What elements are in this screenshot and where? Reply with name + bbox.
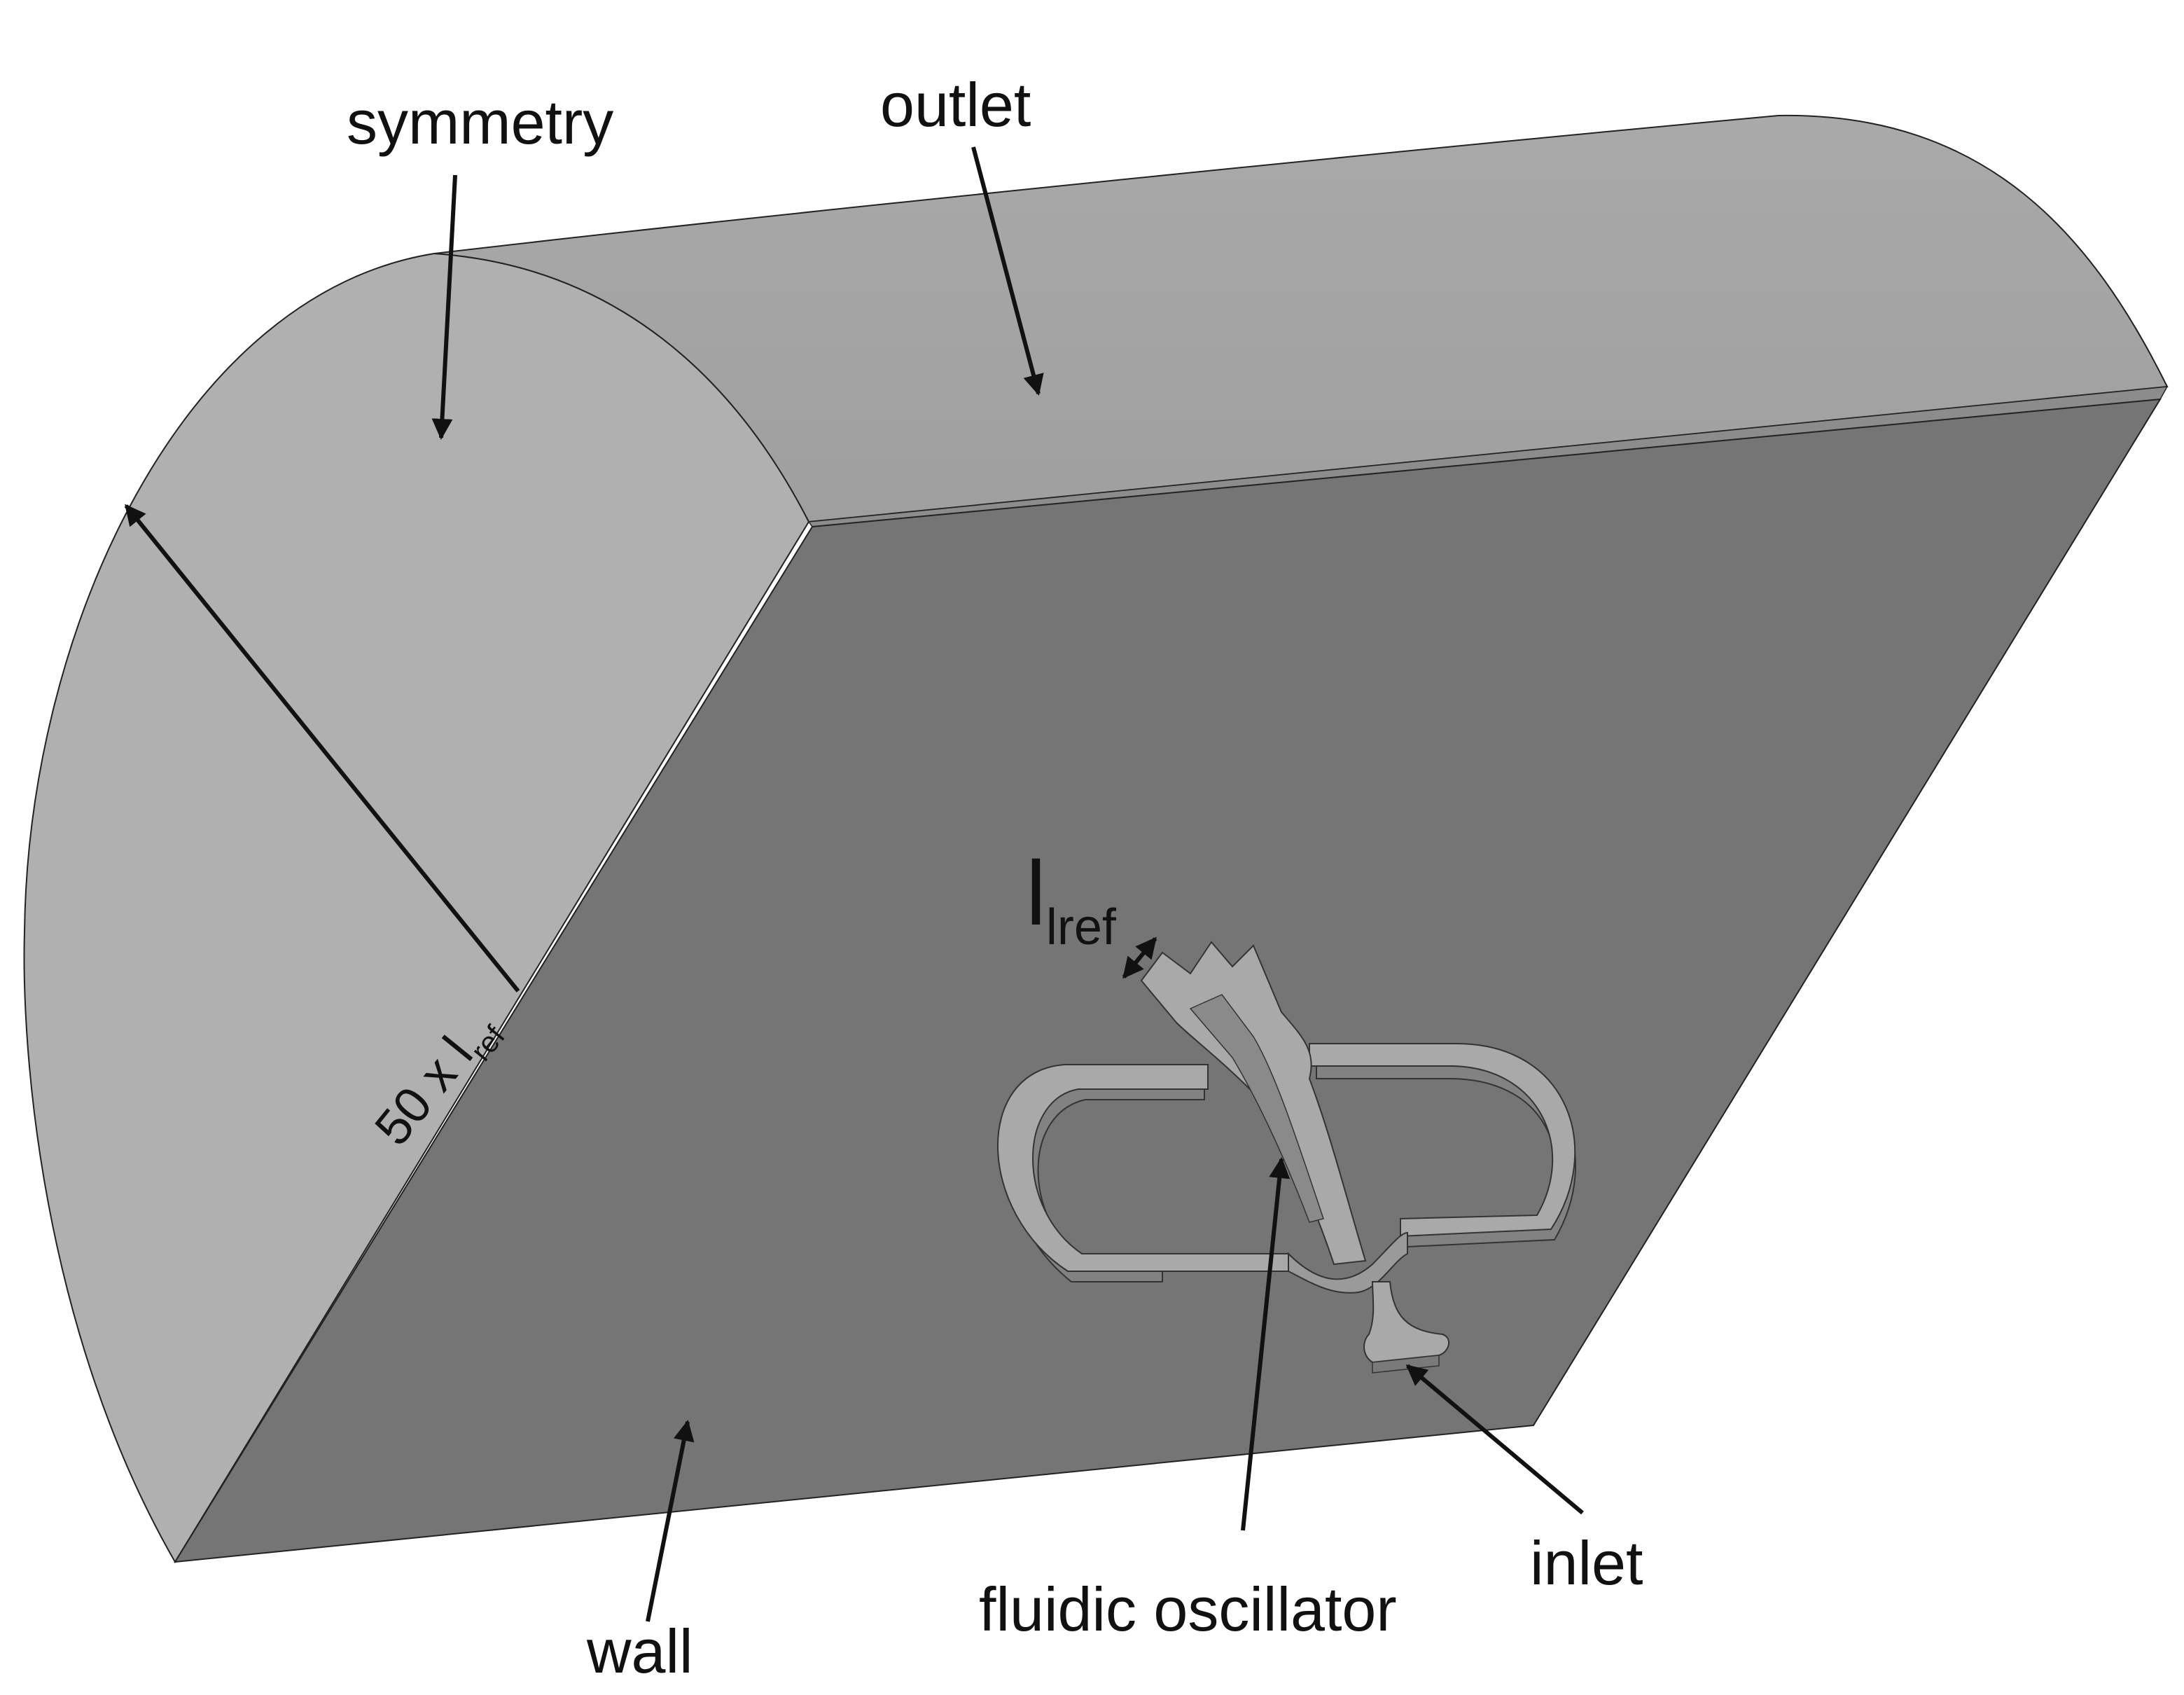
radius-arrow [124, 504, 520, 992]
symmetry-label: symmetry [347, 88, 613, 157]
fluidic-oscillator-shape [997, 941, 1576, 1374]
lref-label-sub: lref [1046, 899, 1117, 955]
feedback-bend [1288, 1231, 1408, 1294]
right-feedback-loop [1309, 1043, 1576, 1238]
fluidic-oscillator-label: fluidic oscillator [979, 1575, 1397, 1644]
lref-label: llref [1026, 842, 1117, 955]
inlet-nozzle-side [1372, 1355, 1440, 1374]
outlet-label: outlet [880, 70, 1031, 139]
inlet-arrow [1405, 1364, 1584, 1515]
fluidic-oscillator-arrow [1241, 1157, 1291, 1531]
symmetry-arrow [431, 174, 457, 440]
inlet-nozzle [1363, 1281, 1449, 1364]
wall-label: wall [586, 1617, 693, 1686]
symmetry-face [23, 252, 810, 1563]
inlet-label: inlet [1530, 1528, 1643, 1598]
wall-arrow [646, 1420, 695, 1622]
outlet-arrow [971, 146, 1044, 396]
oscillator-chamber-inner [1189, 994, 1324, 1223]
lref-label-main: l [1026, 842, 1046, 944]
lref-arrow [1122, 936, 1157, 979]
